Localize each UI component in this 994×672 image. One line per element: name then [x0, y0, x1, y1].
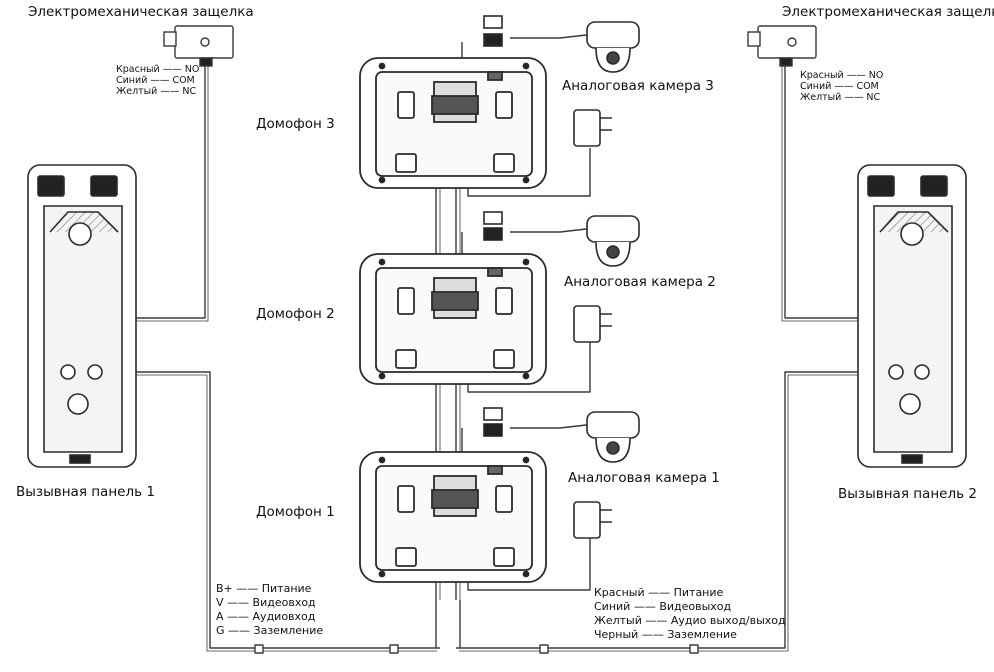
camera-wiring-row: Черный —— Заземление [594, 628, 737, 641]
monitor-1-label: Домофон 1 [256, 504, 335, 520]
camera-1 [483, 407, 640, 463]
lock-2 [747, 25, 817, 67]
panel-2-label: Вызывная панель 2 [838, 486, 977, 502]
lock-1-wire-row: Красный —— NO [116, 64, 200, 75]
camera-1-adapter [573, 501, 612, 539]
lock-2-wire-row: Красный —— NO [800, 70, 884, 81]
camera-wiring-row: Желтый —— Аудио выход/выход [594, 614, 786, 627]
lock-1 [163, 25, 234, 67]
camera-1-label: Аналоговая камера 1 [568, 470, 720, 486]
lock-1-wire-row: Синий —— COM [116, 75, 195, 86]
camera-3-label: Аналоговая камера 3 [562, 78, 714, 94]
monitor-2-label: Домофон 2 [256, 306, 335, 322]
lock-2-wire-legend: Красный —— NO Синий —— COM Желтый —— NC [800, 70, 883, 103]
lock-1-wire-legend: Красный —— NO Синий —— COM Желтый —— NC [116, 64, 199, 97]
panel-wiring-row: G —— Заземление [216, 624, 324, 637]
lock-1-wire-row: Желтый —— NC [116, 86, 197, 97]
camera-2-adapter [573, 305, 612, 343]
camera-wiring-row: Красный —— Питание [594, 586, 724, 599]
camera-3 [483, 15, 640, 73]
panel-wiring-row: V —— Видеовход [216, 596, 316, 609]
panel-1-label: Вызывная панель 1 [16, 484, 155, 500]
panel-wiring-row: B+ —— Питание [216, 582, 312, 595]
lock-1-title: Электромеханическая защелка [28, 4, 254, 20]
lock-2-title: Электромеханическая защелка [782, 4, 994, 20]
monitor-3 [359, 57, 547, 189]
monitor-1 [359, 451, 547, 583]
lock-2-wire-row: Синий —— COM [800, 81, 879, 92]
monitor-3-label: Домофон 3 [256, 116, 335, 132]
monitor-2 [359, 253, 547, 385]
camera-wiring-legend: Красный —— Питание Синий —— Видеовыход Ж… [594, 586, 786, 642]
panel-wiring-legend: B+ —— Питание V —— Видеовход A —— Аудиов… [216, 582, 323, 638]
call-panel-2 [857, 164, 967, 468]
panel-wiring-row: A —— Аудиовход [216, 610, 316, 623]
camera-2 [483, 211, 640, 267]
call-panel-1 [27, 164, 137, 468]
camera-3-adapter [573, 109, 612, 147]
camera-wiring-row: Синий —— Видеовыход [594, 600, 732, 613]
panel-2-bus-wire [456, 371, 895, 649]
panel-1-bus-wire [95, 371, 440, 649]
camera-2-label: Аналоговая камера 2 [564, 274, 716, 290]
lock-2-wire-row: Желтый —— NC [800, 92, 881, 103]
